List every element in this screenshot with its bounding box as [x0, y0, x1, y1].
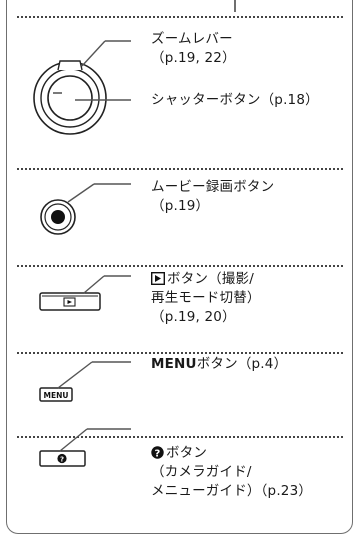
shutter-button-label: シャッターボタン（p.18）	[151, 92, 319, 108]
zoom-lever-shutter-button-icon	[33, 40, 131, 135]
help-question-icon: ?	[151, 446, 164, 459]
section-separator	[17, 436, 343, 438]
menu-button-label: MENUボタン（p.4）	[151, 356, 288, 372]
movie-record-button-icon	[40, 183, 131, 235]
playback-triangle-icon	[150, 271, 166, 286]
section-separator	[17, 16, 343, 18]
movie-record-button-label: ムービー録画ボタン （p.19）	[151, 179, 275, 214]
page-frame	[6, 0, 353, 534]
menu-button-text: MENU	[44, 391, 69, 400]
zoom-lever-label: ズームレバー （p.19, 22）	[151, 31, 236, 66]
svg-text:?: ?	[154, 448, 160, 459]
svg-text:?: ?	[60, 456, 64, 464]
help-button-label: ? ボタン （カメラガイド/ メニューガイド）（p.23）	[151, 445, 313, 499]
menu-button-icon: MENU	[39, 361, 131, 402]
section-separator	[17, 352, 343, 354]
playback-button-icon	[39, 275, 131, 311]
frame-connector-line	[234, 0, 236, 12]
section-separator	[17, 265, 343, 267]
help-button-icon: ?	[39, 428, 131, 467]
section-separator	[17, 168, 343, 170]
playback-button-label: ボタン（撮影/ 再生モード切替） （p.19, 20）	[150, 271, 261, 325]
